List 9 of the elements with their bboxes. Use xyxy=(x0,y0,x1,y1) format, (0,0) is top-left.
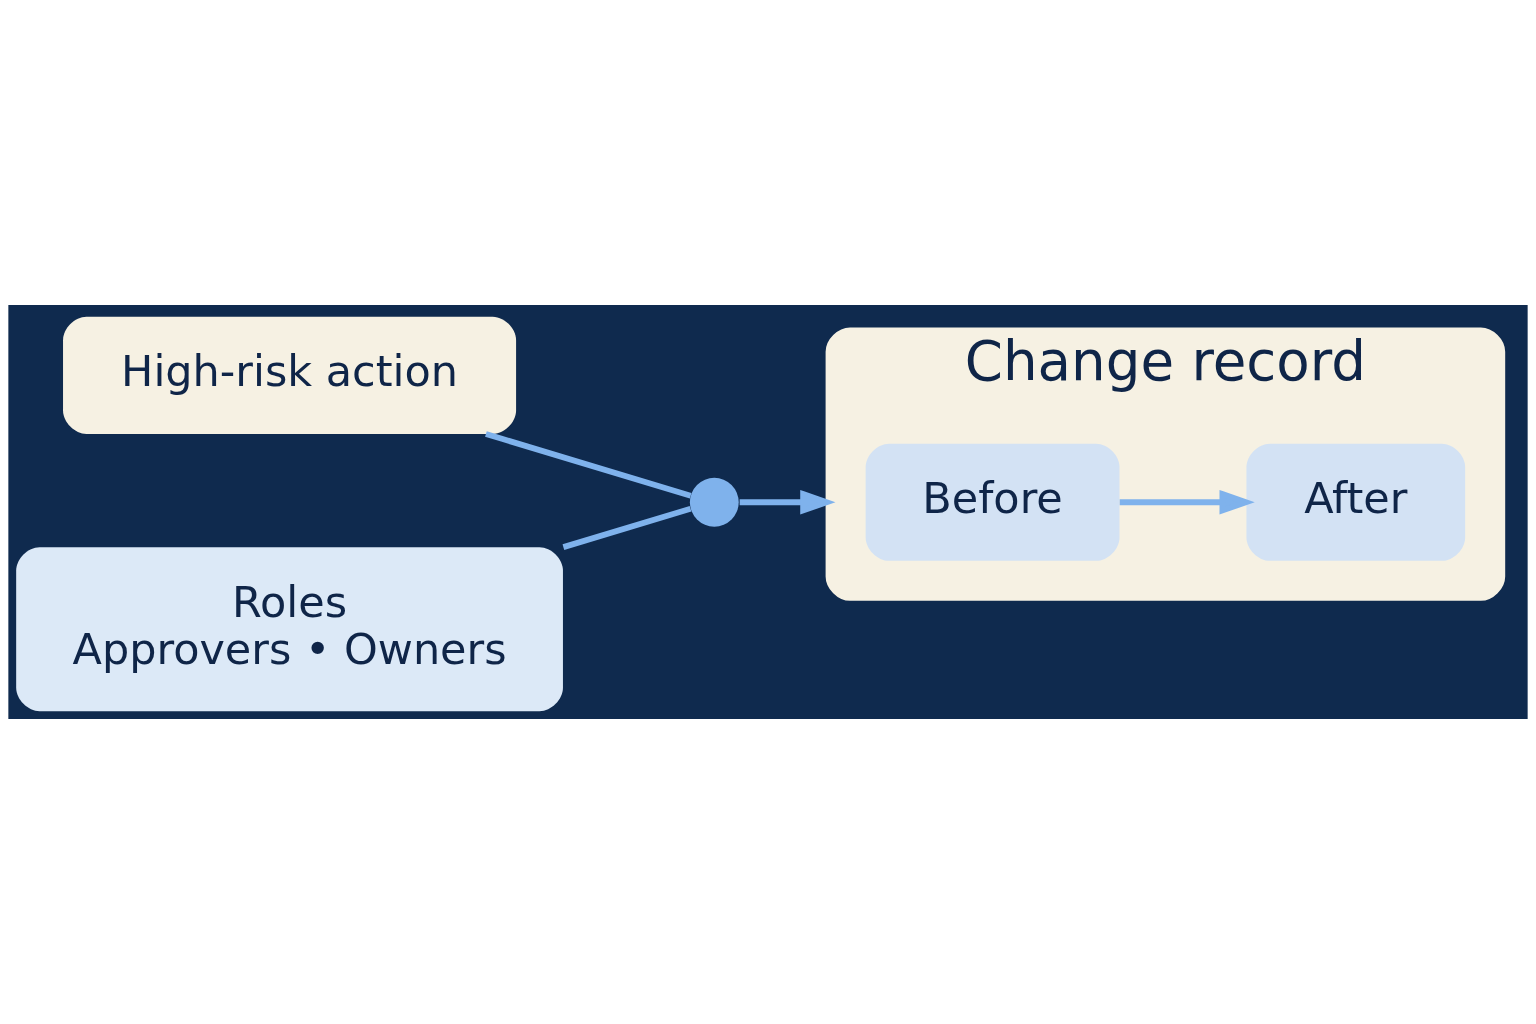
node-box: High-risk action xyxy=(63,316,517,434)
node-box: Before xyxy=(865,443,1120,561)
node-box: After xyxy=(1246,443,1466,561)
node-circle xyxy=(689,477,739,527)
arrow xyxy=(1119,489,1255,515)
connector xyxy=(485,431,692,499)
arrow xyxy=(739,489,836,515)
node-box: Roles Approvers • Owners xyxy=(16,547,563,712)
connector xyxy=(562,506,692,550)
